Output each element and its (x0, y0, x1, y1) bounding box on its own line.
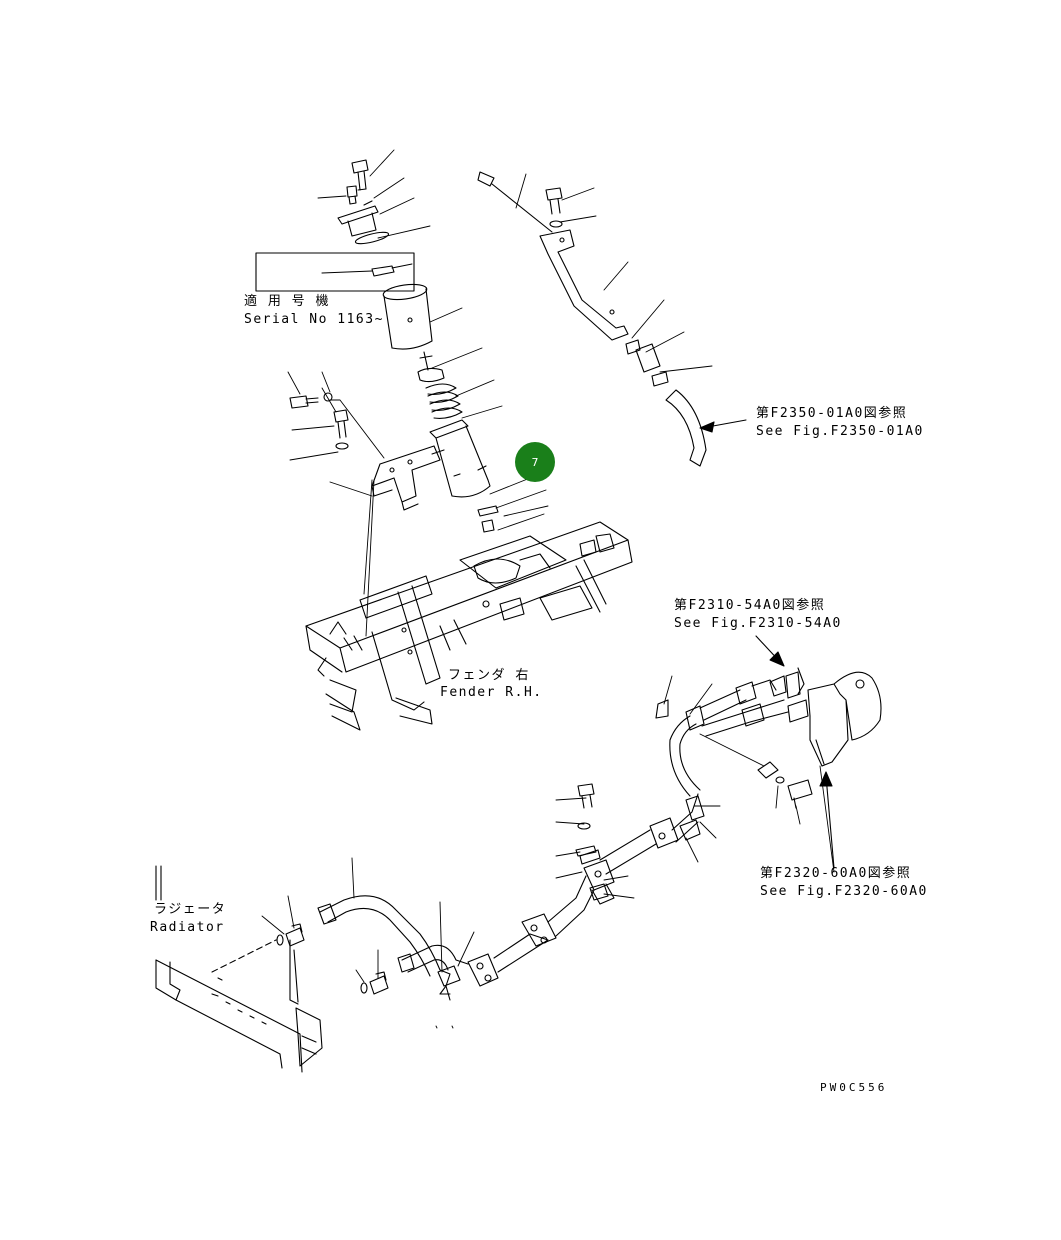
serial-box (255, 252, 415, 292)
leader-lines (261, 149, 835, 1029)
washer-small-icon (335, 442, 349, 450)
lever-bolt-icon (545, 187, 563, 215)
radiator-label-jp: ラジェータ (154, 902, 227, 917)
fitting-lower-icon (369, 971, 389, 995)
hose-assembly (211, 667, 882, 1001)
bushing-icon (625, 339, 641, 355)
column-assembly (255, 159, 499, 533)
bolt-left-icon (289, 395, 319, 409)
ref-f2310-en: See Fig.F2310-54A0 (674, 616, 842, 631)
ref-f2320-en: See Fig.F2320-60A0 (760, 884, 928, 899)
fender-label-en: Fender R.H. (440, 685, 543, 700)
washer-left-icon (323, 392, 333, 402)
ref-f2320-jp: 第F2320-60A0図参照 (760, 866, 912, 881)
arrow-f2350-icon (699, 421, 715, 433)
arrow-f2320-icon (819, 771, 833, 787)
cable-icon (491, 183, 553, 233)
pin-icon (321, 265, 395, 277)
lever-icon (539, 229, 629, 341)
rod-icon (665, 389, 707, 467)
cap-icon (337, 205, 379, 237)
fitting-upper-icon (285, 923, 305, 947)
drawing-code: PW0C556 (820, 1081, 888, 1094)
ref-f2310-jp: 第F2310-54A0図参照 (674, 598, 826, 613)
fender-label-jp: フェンダ 右 (448, 668, 530, 683)
serial-label-jp: 適 用 号 機 (244, 294, 330, 309)
lever-assembly (477, 171, 707, 467)
o-ring-icon (354, 231, 390, 245)
reference-arrows (699, 419, 835, 869)
serial-label-en: Serial No 1163~ (244, 312, 384, 327)
radiator-label-en: Radiator (150, 920, 225, 935)
radiator-icon (155, 865, 323, 1073)
ref-f2350-jp: 第F2350-01A0図参照 (756, 406, 908, 421)
lever-washer-icon (549, 220, 563, 228)
top-bolt-icon (351, 159, 369, 191)
nipple-icon (346, 185, 373, 206)
sleeve-icon (635, 343, 661, 373)
ref-f2350-en: See Fig.F2350-01A0 (756, 424, 924, 439)
collar-icon (651, 371, 669, 387)
bolt-vertical-icon (333, 409, 349, 439)
arrow-f2310-icon (769, 651, 785, 667)
valve-icon (807, 671, 882, 767)
spring-icon (417, 351, 463, 419)
bracket-icon (371, 445, 441, 511)
bracket-assembly (289, 392, 441, 511)
part-marker-7[interactable]: 7 (515, 442, 555, 482)
frame-assembly (305, 521, 633, 731)
column-housing-icon (429, 419, 491, 498)
cable-end-icon (477, 171, 495, 187)
tube-icon (382, 283, 433, 350)
